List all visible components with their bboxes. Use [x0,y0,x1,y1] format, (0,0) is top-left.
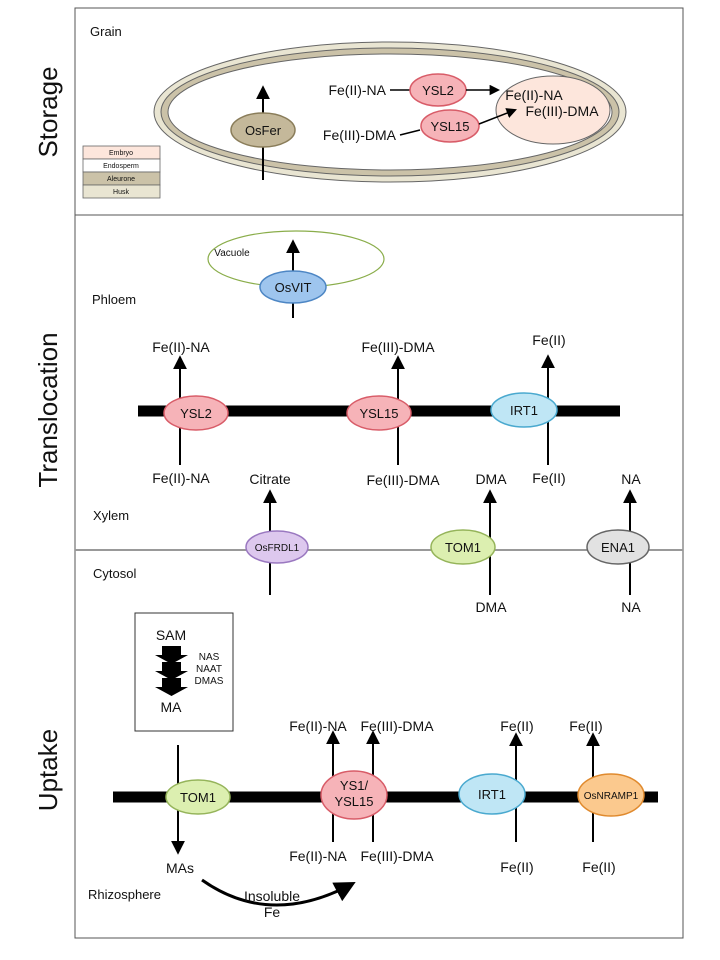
storage-ysl15 [420,109,480,143]
uptake-nramp-top: Fe(II) [569,718,602,734]
trans-irt1-top: Fe(II) [532,332,565,348]
insoluble-fe-arrow [201,878,356,907]
enzyme-naat: NAAT [196,664,222,675]
ys1-label-line1: YS1/ [340,778,369,793]
trans-irt1-label: IRT1 [510,403,538,418]
ys1-ysl15-protein [320,770,388,820]
ma-label: MA [161,699,183,715]
trans-ysl2 [163,395,229,431]
uptake-fe3dma-top: Fe(III)-DMA [360,718,434,734]
region-label-rhizosphere: Rhizosphere [88,887,161,902]
frame [74,7,684,939]
ena1-protein [586,529,650,565]
enzyme-nas: NAS [199,652,220,663]
trans-ysl2-bottom: Fe(II)-NA [152,470,210,486]
osvit-label: OsVIT [275,280,312,295]
section-title-translocation: Translocation [33,332,63,487]
embryo [495,75,611,145]
uptake-tom1 [165,779,231,815]
uptake-irt1-bottom: Fe(II) [500,859,533,875]
storage-ysl2-label: YSL2 [422,83,454,98]
uptake-fe3dma-bottom: Fe(III)-DMA [360,848,434,864]
grain-legend: Embryo Endosperm Aleurone Husk [82,145,161,199]
uptake-nramp-bottom: Fe(II) [582,859,615,875]
osnramp1-label: OsNRAMP1 [584,791,639,802]
section-title-uptake: Uptake [33,729,63,811]
osfrdl1-protein [245,530,309,564]
storage-fe3dma: Fe(III)-DMA [323,127,397,143]
legend-endosperm: Endosperm [103,163,139,170]
citrate-label: Citrate [249,471,290,487]
vacuole-label: Vacuole [214,248,250,259]
trans-tom1 [430,529,496,565]
osfrdl1-label: OsFRDL1 [255,543,300,554]
trans-ysl15-bottom: Fe(III)-DMA [366,472,440,488]
trans-na-top: NA [621,471,641,487]
region-label-xylem: Xylem [93,508,129,523]
trans-na-bottom: NA [621,599,641,615]
osvit-protein [259,270,327,304]
legend-aleurone: Aleurone [107,176,135,183]
trans-ysl2-label: YSL2 [180,406,212,421]
osfer-protein [230,112,296,148]
insoluble-fe-line2: Fe [264,904,281,920]
ys1-label-line2: YSL15 [334,794,373,809]
legend-husk: Husk [113,189,129,196]
uptake-fe2na-bottom: Fe(II)-NA [289,848,347,864]
storage-fe3dma-line [399,129,421,136]
mas-label: MAs [166,860,194,876]
trans-irt1 [490,392,558,428]
sam-label: SAM [156,627,186,643]
trans-ysl15-top: Fe(III)-DMA [361,339,435,355]
region-label-phloem: Phloem [92,292,136,307]
trans-dma-top: DMA [475,471,507,487]
region-label-grain: Grain [90,24,122,39]
insoluble-fe-line1: Insoluble [244,888,300,904]
embryo-fe2na: Fe(II)-NA [505,87,563,103]
osfer-label: OsFer [245,123,282,138]
legend-embryo: Embryo [109,150,133,157]
uptake-irt1-label: IRT1 [478,787,506,802]
trans-ysl15 [346,395,412,431]
ena1-label: ENA1 [601,540,635,555]
region-label-cytosol: Cytosol [93,566,136,581]
uptake-irt1 [458,773,526,815]
trans-ysl15-label: YSL15 [359,406,398,421]
uptake-irt1-top: Fe(II) [500,718,533,734]
storage-ysl15-arrow [478,108,517,125]
trans-dma-bottom: DMA [475,599,507,615]
embryo-fe3dma: Fe(III)-DMA [525,103,599,119]
osnramp1-protein [577,773,645,817]
trans-ysl2-top: Fe(II)-NA [152,339,210,355]
uptake-tom1-label: TOM1 [180,790,216,805]
section-title-storage: Storage [33,66,63,157]
trans-irt1-bottom: Fe(II) [532,470,565,486]
storage-fe2na: Fe(II)-NA [328,82,386,98]
enzyme-dmas: DMAS [195,676,224,687]
storage-ysl15-label: YSL15 [430,119,469,134]
uptake-fe2na-top: Fe(II)-NA [289,718,347,734]
trans-tom1-label: TOM1 [445,540,481,555]
biosynthesis-arrows [155,646,188,696]
